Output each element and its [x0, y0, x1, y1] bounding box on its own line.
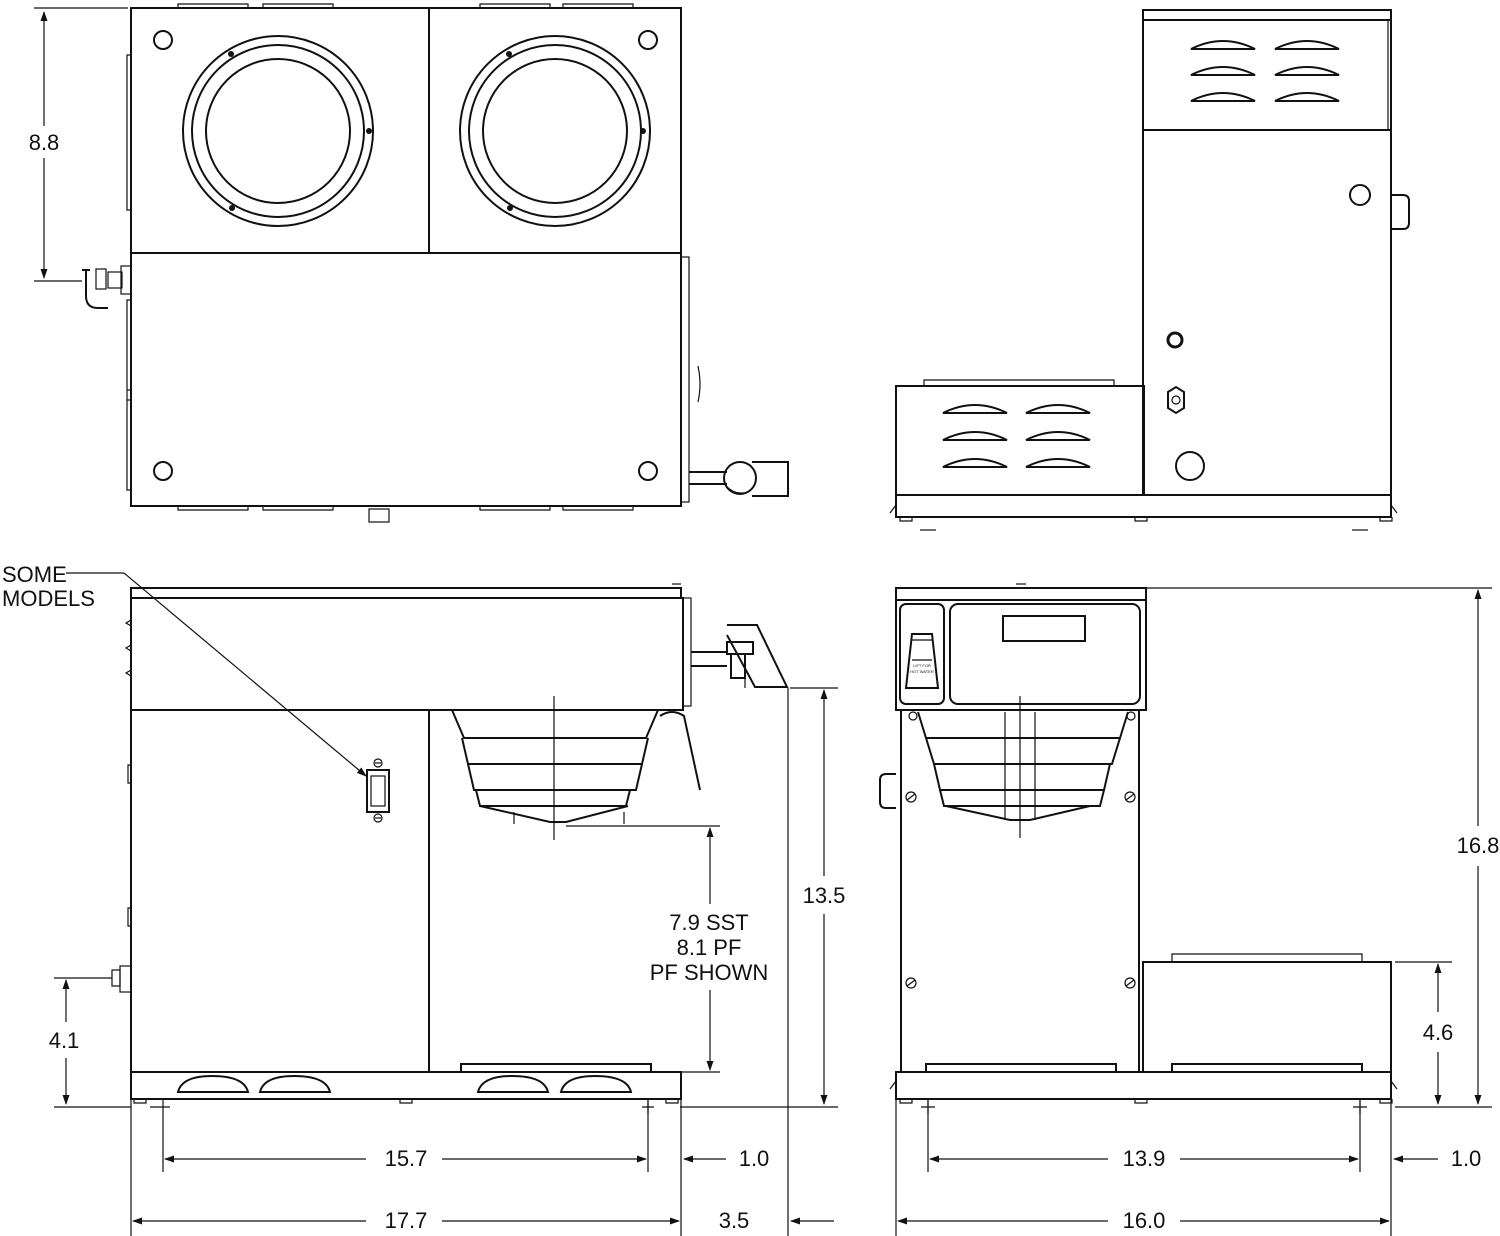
power-switch — [366, 758, 390, 823]
some-models-line-2: MODELS — [2, 586, 95, 611]
some-models-callout: SOME MODELS — [2, 562, 367, 777]
side-view-front: LIFT FOR HOT WATER — [879, 583, 1398, 1104]
dim-front-foot-offset: 1.0 — [739, 1146, 770, 1171]
dim-top-depth: 8.8 — [29, 130, 60, 155]
dim-side-inlet-height: 4.1 — [49, 1028, 80, 1053]
lid-warning-line-1: LIFT FOR — [913, 663, 931, 668]
funnel-height-line-2: 8.1 PF — [677, 935, 742, 960]
brew-funnel — [451, 696, 701, 840]
some-models-line-1: SOME — [2, 562, 67, 587]
hot-water-faucet — [691, 624, 789, 688]
lid-warning-line-2: HOT WATER — [910, 669, 934, 674]
top-view — [82, 3, 789, 523]
dimension-lines — [34, 7, 1492, 1236]
dim-front-overall-width: 17.7 — [385, 1208, 428, 1233]
left-brew-opening — [182, 35, 374, 227]
dim-front-overall-height: 13.5 — [803, 883, 846, 908]
funnel-height-line-1: 7.9 SST — [669, 910, 748, 935]
dim-side-foot-spacing: 13.9 — [1123, 1146, 1166, 1171]
dim-faucet-overhang: 3.5 — [719, 1208, 750, 1233]
right-brew-opening — [459, 35, 651, 227]
dim-side-foot-offset: 1.0 — [1451, 1146, 1482, 1171]
front-view — [111, 583, 789, 1104]
dim-side-warmer-height: 4.6 — [1423, 1020, 1454, 1045]
dimension-labels: 8.8 4.1 13.5 7.9 SST 8.1 PF PF SHOWN 16.… — [29, 130, 1500, 1233]
dim-side-overall-height: 16.8 — [1457, 833, 1500, 858]
funnel-height-line-3: PF SHOWN — [650, 960, 769, 985]
dim-side-overall-depth: 16.0 — [1123, 1208, 1166, 1233]
side-view-top — [889, 9, 1410, 531]
dim-front-foot-spacing: 15.7 — [385, 1146, 428, 1171]
